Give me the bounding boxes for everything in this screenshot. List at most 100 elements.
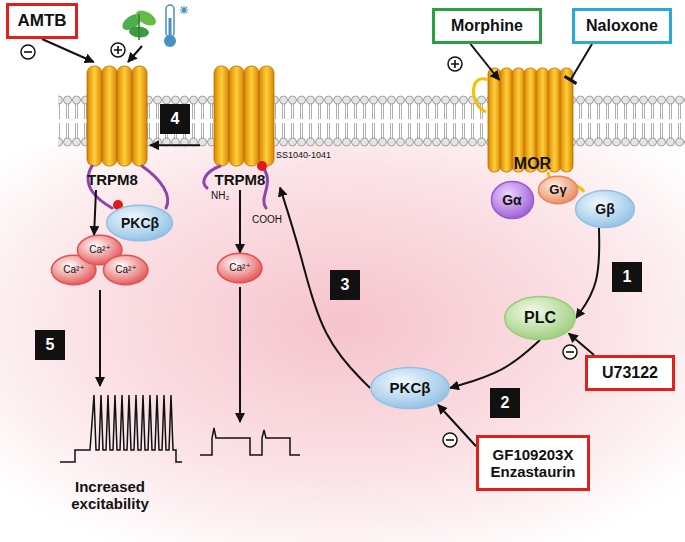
cytoplasm bbox=[0, 145, 685, 542]
minus-symbol bbox=[21, 45, 35, 59]
plus-symbol bbox=[448, 57, 462, 71]
minus-symbol bbox=[563, 345, 577, 359]
minus-symbol bbox=[443, 433, 457, 447]
minus-symbol bbox=[24, 51, 32, 53]
cold-arrow bbox=[128, 46, 142, 62]
inhibitor-box: U73122 bbox=[585, 355, 675, 391]
kinase-ellipse: PKCβ bbox=[106, 205, 173, 241]
terminus-label: NH₂ bbox=[211, 190, 229, 202]
minus-symbol bbox=[563, 345, 577, 359]
thermometer bbox=[164, 35, 176, 47]
callout-number: 5 bbox=[35, 330, 65, 360]
node-text: TRPM8 bbox=[209, 171, 272, 188]
arrow bbox=[450, 340, 540, 388]
mor-helices bbox=[488, 68, 573, 172]
trpm8-helices bbox=[117, 66, 132, 166]
inhibitor-box: AMTB bbox=[6, 3, 77, 39]
minus-symbol bbox=[443, 433, 457, 447]
channel: TRPM8 bbox=[200, 62, 280, 190]
plus-symbol bbox=[114, 46, 122, 54]
arrow bbox=[150, 144, 200, 146]
minus-symbol bbox=[446, 439, 454, 441]
trpm8-helices bbox=[244, 66, 259, 166]
node-text: TRPM8 bbox=[81, 171, 144, 188]
node-text: PLC bbox=[518, 309, 562, 327]
arrow bbox=[280, 187, 370, 388]
node-text: Ca²⁺ bbox=[57, 264, 90, 276]
mor-helices bbox=[488, 68, 501, 172]
outcome-label: Increased excitability bbox=[45, 478, 175, 513]
kinase-ellipse: PKCβ bbox=[370, 367, 450, 409]
node-text: 4 bbox=[165, 110, 186, 128]
callout-number: 2 bbox=[490, 388, 520, 418]
enzyme-ellipse: PLC bbox=[504, 296, 576, 340]
node-text: Gβ bbox=[589, 201, 620, 217]
node-text: GF109203X Enzastaurin bbox=[479, 446, 587, 481]
plus-symbol bbox=[111, 43, 125, 57]
arrow bbox=[569, 333, 594, 355]
antagonist-box: Naloxone bbox=[572, 8, 672, 44]
node-text: Ca²⁺ bbox=[223, 262, 256, 274]
arrow bbox=[438, 405, 476, 446]
plus-symbol bbox=[111, 43, 125, 57]
g-protein: Gβ bbox=[575, 190, 635, 228]
node-text: Naloxone bbox=[580, 17, 664, 35]
callout-number: 3 bbox=[330, 270, 360, 300]
voltage-trace bbox=[60, 395, 300, 462]
arrow bbox=[471, 44, 500, 80]
plus-symbol bbox=[448, 57, 462, 71]
ellipse-outline bbox=[491, 181, 533, 218]
node-text: MOR bbox=[508, 155, 557, 173]
thermometer bbox=[164, 5, 188, 47]
node-text: Morphine bbox=[445, 17, 529, 35]
arrow bbox=[42, 39, 94, 62]
trpm8-helices bbox=[87, 66, 102, 166]
terminus-label: COOH bbox=[252, 214, 282, 226]
node-text: 2 bbox=[495, 394, 516, 412]
site-label: SS1040-1041 bbox=[276, 150, 331, 160]
mor-helices bbox=[560, 68, 573, 172]
node-text: 5 bbox=[40, 336, 61, 354]
minus-symbol bbox=[21, 45, 35, 59]
arrow bbox=[576, 228, 599, 318]
trpm8-helices bbox=[132, 66, 147, 166]
thermometer bbox=[166, 5, 174, 37]
calcium-ion: Ca²⁺ bbox=[103, 255, 148, 285]
phospho-site bbox=[257, 161, 267, 171]
node-text: PKCβ bbox=[384, 379, 437, 396]
membrane bbox=[58, 95, 685, 147]
callout-number: 4 bbox=[160, 104, 190, 134]
spike-train bbox=[60, 395, 182, 462]
node-text: 3 bbox=[335, 276, 356, 294]
ellipse-outline bbox=[371, 367, 449, 408]
agonist-box: Morphine bbox=[432, 8, 542, 44]
thermometer bbox=[180, 6, 188, 14]
calcium-arrow bbox=[99, 290, 101, 386]
ellipse-outline bbox=[505, 296, 576, 339]
mor-helices bbox=[500, 68, 513, 172]
node-text: Gα bbox=[496, 192, 528, 208]
ellipse-outline bbox=[104, 255, 149, 284]
trpm8-helices bbox=[87, 66, 274, 166]
mor-tail bbox=[473, 79, 488, 112]
node-text: AMTB bbox=[11, 11, 72, 31]
receptor: MOR bbox=[485, 80, 580, 175]
inhibitor-box: GF109203X Enzastaurin bbox=[476, 435, 590, 491]
node-text: Gγ bbox=[543, 183, 572, 198]
intracellular-loops bbox=[142, 166, 168, 208]
inhibition-line bbox=[571, 44, 593, 80]
node-text: U73122 bbox=[596, 364, 664, 382]
ellipse-outline bbox=[576, 190, 635, 227]
trpm8-helices bbox=[214, 66, 229, 166]
arrow bbox=[239, 190, 241, 253]
mint-leaf bbox=[138, 14, 140, 40]
trpm8-helices bbox=[259, 66, 274, 166]
trpm8-helices bbox=[102, 66, 117, 166]
node-text: 1 bbox=[617, 268, 638, 286]
mint-leaf bbox=[133, 7, 158, 28]
ellipse-outline bbox=[107, 205, 173, 240]
small-trace bbox=[200, 428, 300, 455]
channel: TRPM8 bbox=[75, 62, 150, 190]
